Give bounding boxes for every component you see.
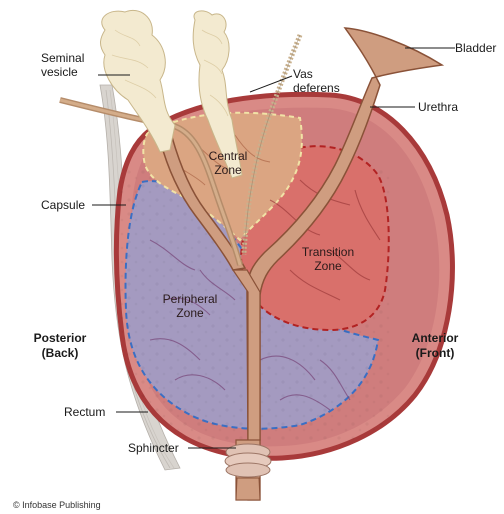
label-anterior-line2: (Front) bbox=[416, 346, 455, 360]
label-seminal-vesicle-line1: Seminal bbox=[41, 51, 84, 65]
label-sphincter: Sphincter bbox=[128, 441, 179, 455]
label-anterior-line1: Anterior bbox=[412, 331, 459, 345]
vas-deferens-leader bbox=[250, 76, 292, 92]
label-transition-zone-line1: Transition bbox=[302, 245, 354, 259]
label-posterior-line2: (Back) bbox=[42, 346, 79, 360]
label-peripheral-zone-line1: Peripheral bbox=[163, 292, 218, 306]
sphincter bbox=[225, 444, 271, 500]
label-transition-zone-line2: Zone bbox=[314, 259, 342, 273]
label-urethra: Urethra bbox=[418, 100, 458, 114]
credit-text: © Infobase Publishing bbox=[13, 500, 101, 510]
label-vas-deferens-line1: Vas bbox=[293, 67, 313, 81]
label-bladder: Bladder bbox=[455, 41, 496, 55]
label-central-zone-line2: Zone bbox=[214, 163, 242, 177]
label-seminal-vesicle-line2: vesicle bbox=[41, 65, 78, 79]
label-peripheral-zone-line2: Zone bbox=[176, 306, 204, 320]
label-posterior-line1: Posterior bbox=[34, 331, 87, 345]
label-vas-deferens-line2: deferens bbox=[293, 81, 340, 95]
label-central-zone-line1: Central bbox=[209, 149, 248, 163]
label-capsule: Capsule bbox=[41, 198, 85, 212]
label-rectum: Rectum bbox=[64, 405, 105, 419]
